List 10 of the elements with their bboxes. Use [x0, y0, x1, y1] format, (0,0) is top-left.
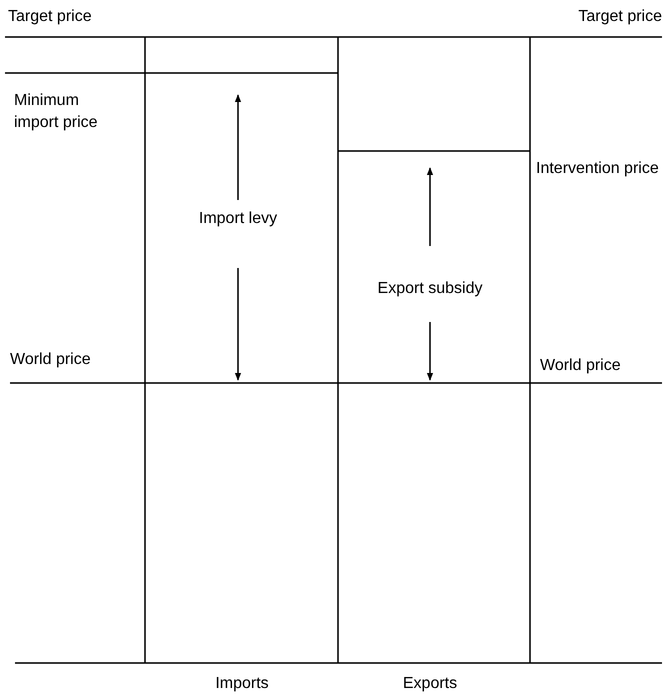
price-label: Intervention price	[536, 159, 660, 179]
axis-label: Target price	[8, 7, 93, 27]
measure-label: Export subsidy	[376, 279, 484, 299]
category-label: Exports	[402, 674, 458, 694]
measure-label: Import levy	[198, 209, 278, 229]
price-label: Minimum import price	[14, 91, 99, 133]
axis-label: Target price	[577, 7, 662, 27]
price-label: World price	[10, 350, 92, 370]
category-label: Imports	[214, 674, 270, 694]
price-label: World price	[540, 356, 622, 376]
